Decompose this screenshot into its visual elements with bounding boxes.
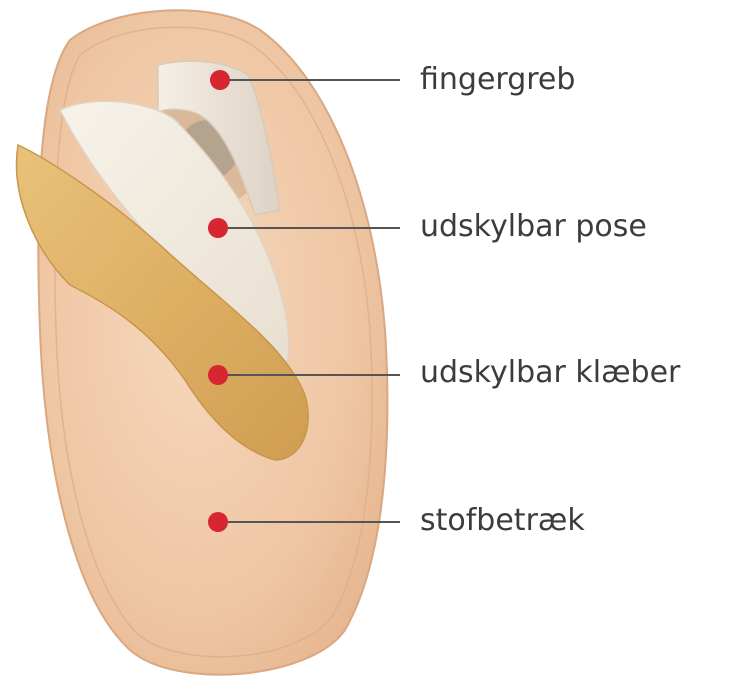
label-udskylbar-pose: udskylbar pose — [420, 212, 647, 242]
marker-dot-udskylbar-klaeber — [208, 365, 228, 385]
marker-dot-udskylbar-pose — [208, 218, 228, 238]
marker-dot-fingergreb — [210, 70, 230, 90]
marker-dot-stofbetraek — [208, 512, 228, 532]
label-fingergreb: fingergreb — [420, 65, 575, 95]
label-udskylbar-klaeber: udskylbar klæber — [420, 358, 680, 388]
label-stofbetraek: stofbetræk — [420, 506, 585, 536]
